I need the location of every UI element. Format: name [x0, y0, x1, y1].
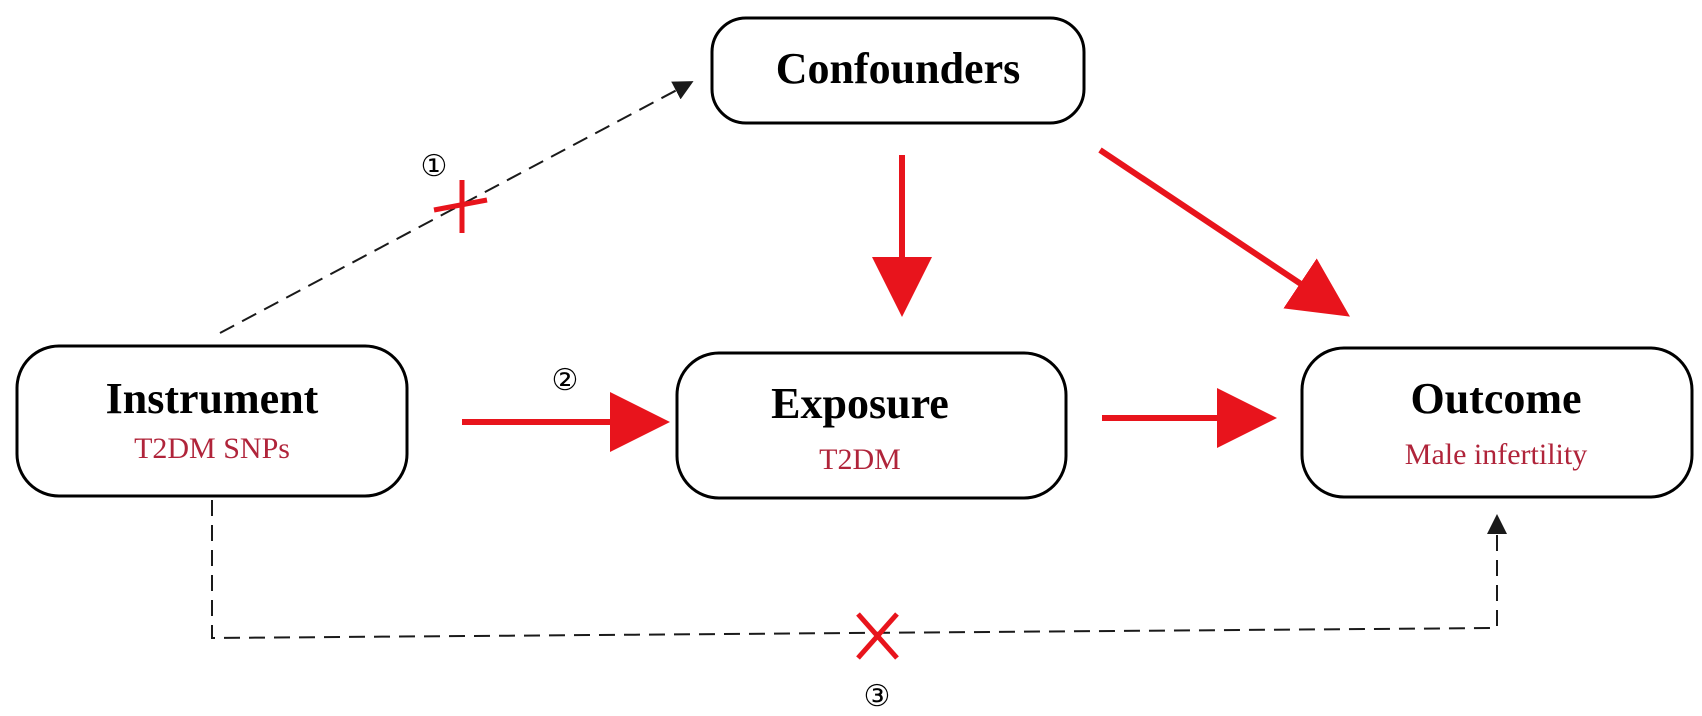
dashed-instrument-to-confounders: [219, 81, 694, 334]
instrument-title: Instrument: [106, 374, 319, 423]
instrument-node: Instrument T2DM SNPs: [15, 344, 409, 498]
outcome-node: Outcome Male infertility: [1300, 346, 1694, 499]
exposure-subtitle: T2DM: [819, 443, 901, 476]
instrument-subtitle: T2DM SNPs: [134, 432, 290, 465]
blocked-path-1-mark: [433, 180, 488, 233]
dashed-instrument-to-outcome: [211, 500, 1507, 640]
arrow-confounders-to-outcome: [1098, 147, 1350, 317]
exposure-title: Exposure: [771, 379, 949, 428]
blocked-path-3-mark: [856, 612, 899, 660]
outcome-subtitle: Male infertility: [1405, 438, 1587, 471]
outcome-title: Outcome: [1410, 374, 1581, 423]
path-1-label: ①: [421, 149, 448, 184]
confounders-node: Confounders: [710, 16, 1086, 125]
path-3-label: ③: [864, 679, 891, 714]
exposure-node: Exposure T2DM: [675, 351, 1068, 500]
confounders-title: Confounders: [776, 44, 1021, 93]
path-2-label: ②: [552, 363, 579, 398]
